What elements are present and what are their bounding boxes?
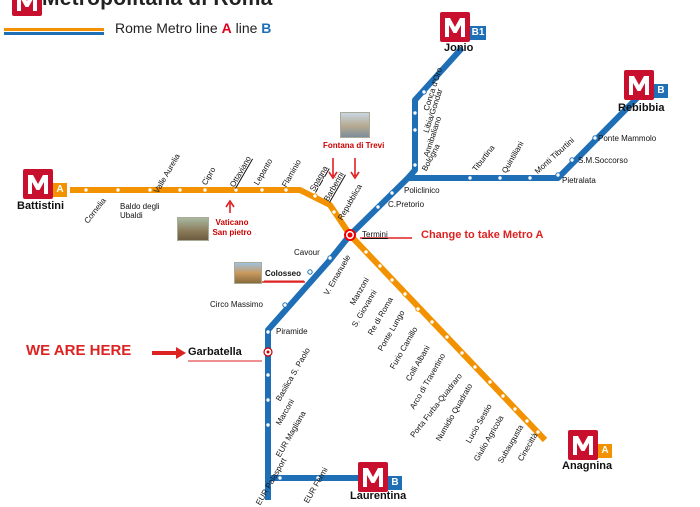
station-dot-circo-massimo bbox=[282, 302, 288, 308]
station-dot-repubblica bbox=[331, 209, 337, 215]
line-a-track bbox=[70, 187, 548, 443]
station-pietralata[interactable]: Pietralata bbox=[562, 176, 596, 185]
legend-line-a: A bbox=[221, 20, 232, 36]
termini-interchange-core bbox=[347, 232, 353, 238]
jonio-label: Jonio bbox=[444, 42, 474, 54]
colosseo-picture bbox=[234, 262, 262, 284]
vaticano-arrow bbox=[225, 199, 235, 213]
metro-logo bbox=[12, 0, 42, 16]
station-dot-porta-furba bbox=[472, 364, 478, 370]
legend-line-b-swatch bbox=[4, 32, 104, 35]
station-dot-eur-fermi bbox=[315, 475, 321, 481]
vaticano-note: Vaticano San pietro bbox=[212, 218, 252, 237]
station-dot-arco-travertino bbox=[459, 350, 465, 356]
station-dot-marconi bbox=[265, 397, 271, 403]
garbatella-label: Garbatella bbox=[188, 346, 242, 358]
station-dot-furio-camillo bbox=[429, 319, 435, 325]
station-dot-quintiliani bbox=[497, 175, 503, 181]
trevi-note: Fontana di Trevi bbox=[323, 141, 385, 150]
station-colosseo[interactable]: Colosseo bbox=[265, 269, 302, 278]
here-arrow bbox=[152, 347, 186, 359]
station-dot-spagna bbox=[283, 187, 289, 193]
station-dot-giulio-agricola bbox=[512, 406, 518, 412]
station-dot-annibaliano bbox=[412, 127, 418, 133]
trevi-arrow-2 bbox=[350, 158, 360, 180]
legend: Rome Metro line A line B bbox=[115, 20, 271, 36]
station-dot-eur-palasport bbox=[277, 475, 283, 481]
station-dot-piramide bbox=[265, 329, 271, 335]
station-dot-ponte-lungo bbox=[415, 306, 421, 312]
station-ponte-mammolo[interactable]: Ponte Mammolo bbox=[598, 134, 657, 143]
station-circo-massimo[interactable]: Circo Massimo bbox=[210, 300, 263, 309]
station-sm-soccorso[interactable]: S.M.Soccorso bbox=[578, 156, 628, 165]
station-dot-cavour bbox=[327, 255, 333, 261]
station-dot-barberini bbox=[312, 193, 318, 199]
station-dot-colosseo bbox=[307, 269, 313, 275]
vaticano-picture bbox=[177, 217, 209, 241]
battistini-label: Battistini bbox=[17, 200, 65, 212]
station-dot-libia bbox=[412, 110, 418, 116]
station-baldo[interactable]: Baldo degli Ubaldi bbox=[120, 202, 160, 220]
station-dot-basilica bbox=[265, 372, 271, 378]
trevi-arrow-1 bbox=[328, 158, 338, 180]
station-termini[interactable]: Termini bbox=[362, 230, 388, 239]
station-cavour[interactable]: Cavour bbox=[294, 248, 320, 257]
station-dot-ottaviano bbox=[202, 187, 208, 193]
rebibbia-label: Rebibbia bbox=[618, 102, 665, 114]
station-dot-monti-tiburtini bbox=[527, 175, 533, 181]
laurentina-label: Laurentina bbox=[350, 490, 407, 502]
anagnina-label: Anagnina bbox=[562, 460, 613, 472]
rebibbia-badge: B bbox=[654, 84, 668, 98]
station-c-pretorio[interactable]: C.Pretorio bbox=[388, 200, 425, 209]
station-dot-lucio-sestio bbox=[500, 393, 506, 399]
station-dot-colli-albani bbox=[444, 334, 450, 340]
station-dot-conca-oro bbox=[421, 89, 427, 95]
station-dot-policlinico bbox=[389, 190, 395, 196]
battistini-badge: A bbox=[53, 183, 67, 197]
station-dot-numidio bbox=[487, 379, 493, 385]
station-dot-v-emanuele bbox=[363, 249, 369, 255]
station-dot-subaugusta bbox=[524, 418, 530, 424]
legend-line-b: B bbox=[261, 20, 272, 36]
laurentina-badge: B bbox=[388, 476, 402, 490]
station-dot-sm-soccorso bbox=[569, 157, 575, 163]
station-dot-flaminio bbox=[259, 187, 265, 193]
station-dot-s-giovanni bbox=[389, 277, 395, 283]
garbatella-marker-core bbox=[266, 350, 270, 354]
rebibbia-logo bbox=[624, 70, 654, 100]
station-policlinico[interactable]: Policlinico bbox=[404, 186, 440, 195]
legend-mid: line bbox=[231, 20, 262, 36]
legend-text: Rome Metro line bbox=[115, 20, 222, 36]
station-dot-pietralata bbox=[555, 172, 561, 178]
station-dot-bologna bbox=[412, 162, 418, 168]
anagnina-logo bbox=[568, 430, 598, 460]
station-dot-cinecitta bbox=[535, 429, 541, 435]
station-dot-tiburtina bbox=[467, 175, 473, 181]
map-title: Metropolitana di Roma bbox=[42, 0, 273, 11]
battistini-logo bbox=[23, 169, 53, 199]
change-note: Change to take Metro A bbox=[421, 229, 544, 241]
station-dot-ponte-mammolo bbox=[592, 135, 598, 141]
station-dot-re-di-roma bbox=[402, 291, 408, 297]
station-piramide[interactable]: Piramide bbox=[276, 327, 308, 336]
legend-line-a-swatch bbox=[4, 28, 104, 31]
station-dot-baldo bbox=[115, 187, 121, 193]
station-dot-lepanto bbox=[233, 187, 239, 193]
jonio-logo bbox=[440, 12, 470, 42]
anagnina-badge: A bbox=[598, 444, 612, 458]
laurentina-logo bbox=[358, 462, 388, 492]
station-dot-valle-aurelia bbox=[147, 187, 153, 193]
jonio-badge: B1 bbox=[470, 26, 486, 40]
line-b1-track bbox=[405, 45, 465, 180]
station-dot-c-pretorio bbox=[375, 204, 381, 210]
station-dot-eur-magliana bbox=[265, 422, 271, 428]
we-are-here-label: WE ARE HERE bbox=[26, 342, 132, 359]
trevi-picture bbox=[340, 112, 370, 138]
station-dot-manzoni bbox=[377, 263, 383, 269]
station-dot-cornelia bbox=[83, 187, 89, 193]
station-dot-cipro bbox=[177, 187, 183, 193]
